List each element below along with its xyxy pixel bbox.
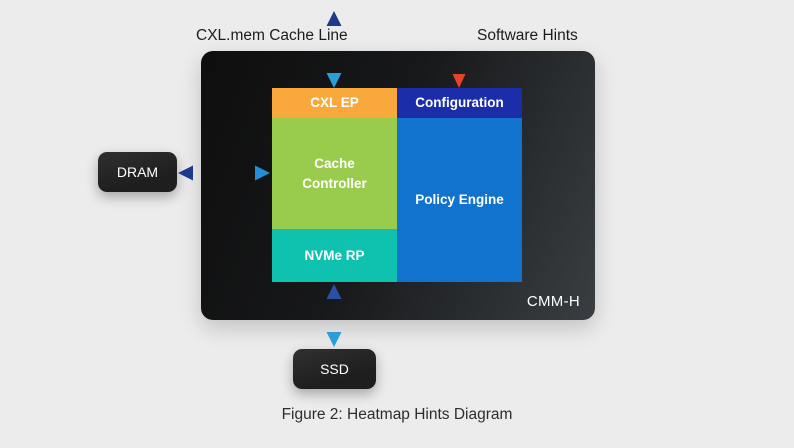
dram-label: DRAM bbox=[116, 164, 159, 180]
block-cxl-ep: CXL EP bbox=[272, 88, 397, 118]
software-hints-label: Software Hints bbox=[477, 27, 578, 44]
cxl-ep-label: CXL EP bbox=[310, 95, 359, 111]
right-column: Configuration Policy Engine bbox=[397, 88, 522, 282]
block-nvme-rp: NVMe RP bbox=[272, 229, 397, 282]
policy-engine-label: Policy Engine bbox=[415, 192, 504, 208]
cmmh-label: CMM-H bbox=[526, 293, 580, 310]
block-policy-engine: Policy Engine bbox=[397, 118, 522, 282]
block-configuration: Configuration bbox=[397, 88, 522, 118]
configuration-label: Configuration bbox=[415, 95, 504, 111]
left-column: CXL EP Cache Controller NVMe RP bbox=[272, 88, 397, 282]
dram-node: DRAM bbox=[98, 152, 177, 192]
ssd-label: SSD bbox=[320, 361, 349, 377]
cxl-mem-cache-line-label: CXL.mem Cache Line bbox=[196, 27, 348, 44]
cmmh-inner-blocks: CXL EP Cache Controller NVMe RP Configur… bbox=[272, 88, 522, 282]
cache-controller-label: Cache Controller bbox=[302, 155, 367, 191]
block-cache-controller: Cache Controller bbox=[272, 118, 397, 229]
ssd-node: SSD bbox=[293, 349, 376, 389]
figure-caption: Figure 2: Heatmap Hints Diagram bbox=[281, 406, 513, 423]
nvme-rp-label: NVMe RP bbox=[304, 247, 365, 263]
